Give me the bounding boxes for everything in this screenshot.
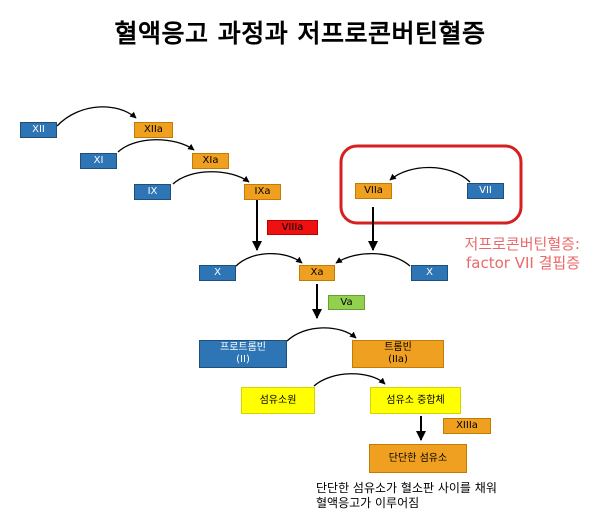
arrow-prothrombin-to-thrombin [286, 327, 357, 342]
hypoproconvertinemia-note: 저프로콘버틴혈증: factor VII 결핍증 [404, 235, 580, 273]
note-line-1: 저프로콘버틴혈증: [464, 235, 580, 253]
fibrin-polymer-box: 섬유소 중합체 [370, 387, 461, 414]
thrombin-label: 트롬빈 [384, 342, 412, 353]
factor-xiiia: XIIIa [443, 418, 491, 434]
factor-viiia: VIIIa [267, 220, 318, 235]
arrow-fibrinogen-to-polymer [313, 373, 386, 387]
prothrombin-box: 프로트롬빈 (II) [199, 340, 287, 368]
factor-xiia: XIIa [134, 122, 173, 138]
footer-line-1: 단단한 섬유소가 혈소판 사이를 채워 [316, 481, 497, 495]
vii-highlight-frame [339, 144, 523, 225]
thrombin-code: (IIa) [388, 354, 408, 365]
factor-viia: VIIa [355, 183, 392, 199]
arrow-xi-to-xia [117, 139, 195, 153]
page-title: 혈액응고 과정과 저프로콘버틴혈증 [114, 19, 486, 48]
stable-fibrin-box: 단단한 섬유소 [369, 444, 467, 473]
factor-ix: IX [134, 184, 171, 200]
arrow-vii-to-viia [389, 166, 471, 183]
fibrinogen-box: 섬유소원 [241, 387, 315, 414]
thrombin-box: 트롬빈 (IIa) [352, 340, 444, 368]
note-line-2: factor VII 결핍증 [466, 254, 580, 272]
footer-caption: 단단한 섬유소가 혈소판 사이를 채워 혈액응고가 이루어짐 [316, 481, 497, 511]
arrow-ix-to-ixa [172, 171, 250, 185]
arrow-x-left-to-xa [235, 252, 303, 267]
arrow-xii-to-xiia [56, 106, 137, 127]
prothrombin-code: (II) [236, 354, 250, 365]
factor-xia: XIa [192, 153, 229, 169]
footer-line-2: 혈액응고가 이루어짐 [316, 496, 420, 510]
factor-ixa: IXa [244, 184, 281, 200]
factor-va: Va [328, 295, 365, 310]
factor-xii: XII [20, 122, 57, 138]
factor-xi: XI [80, 153, 117, 169]
prothrombin-label: 프로트롬빈 [220, 342, 266, 353]
factor-xa: Xa [299, 265, 335, 281]
arrow-x-right-to-xa [335, 252, 411, 267]
factor-x-right: X [411, 265, 448, 281]
factor-x-left: X [199, 265, 236, 281]
factor-vii: VII [467, 183, 504, 199]
